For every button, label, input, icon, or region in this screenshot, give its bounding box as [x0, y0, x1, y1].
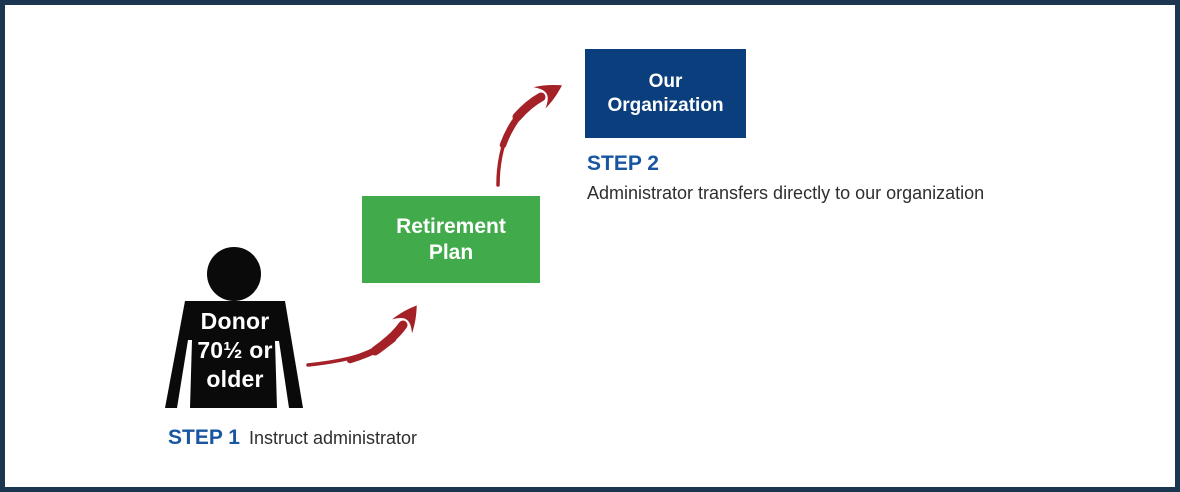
organization-box: Our Organization	[585, 49, 746, 138]
step2-curved-arrow-icon	[496, 85, 562, 187]
step1-description: Instruct administrator	[248, 428, 418, 448]
step1-title: STEP 1	[168, 426, 240, 449]
organization-label: Our Organization	[607, 70, 724, 116]
step2-caption: STEP 2 Administrator transfers directly …	[587, 152, 984, 204]
donor-label: Donor 70½ or older	[197, 308, 273, 392]
retirement-plan-label: Retirement Plan	[396, 214, 506, 264]
retirement-plan-box: Retirement Plan	[362, 196, 540, 283]
step1-curved-arrow-icon	[306, 305, 417, 367]
step2-title: STEP 2	[587, 152, 659, 175]
step1-caption: STEP 1 Instruct administrator	[168, 426, 417, 450]
flow-graphics	[165, 85, 562, 408]
step2-description: Administrator transfers directly to our …	[587, 183, 985, 203]
person-silhouette-icon	[165, 247, 303, 408]
